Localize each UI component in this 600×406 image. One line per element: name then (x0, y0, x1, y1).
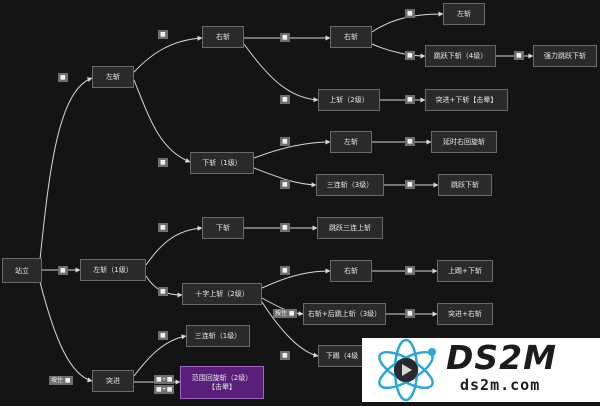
edge-label-m5: ■ (405, 266, 415, 275)
edge-label-r1: ■ (158, 30, 168, 39)
node-dash-right: 突进+右斩 (437, 303, 493, 325)
node-left-slash-b: 左斩 (330, 131, 372, 153)
edge-e16 (261, 268, 331, 289)
edge-label-r7: ■ (405, 95, 415, 104)
atom-logo-icon (378, 338, 436, 402)
edge-label-left-slash-1: ■ (58, 266, 68, 275)
node-up-slash-2: 上斩（2级） (318, 89, 380, 111)
node-delayed-right-spin: 延时右回旋斩 (431, 131, 497, 153)
node-strong-jump-down: 强力跳跃下斩 (533, 45, 597, 67)
edge-label-d3: ■ (280, 180, 290, 189)
edge-label-hold: 按住 ■ (49, 376, 73, 385)
node-left-slash-end: 左斩 (443, 3, 485, 25)
node-cross-up-2: 十字上斩（2级） (182, 283, 262, 305)
edge-stand-left (39, 77, 93, 261)
edge-label-d1: ■ (158, 158, 168, 167)
edge-e21 (133, 334, 187, 377)
edge-label-m6: ■ (405, 309, 415, 318)
edge-e5 (371, 11, 444, 33)
edge-label-d5: ■ (405, 180, 415, 189)
edge-e2 (133, 79, 191, 163)
node-jump-triple-up: 跳跃三连上斩 (317, 217, 383, 239)
range-spin-line1: 范围回旋斩（2级） (191, 373, 253, 382)
edge-label-left: ■ (58, 73, 68, 82)
edge-label-p2: ■+■ (154, 385, 175, 394)
edge-stand-dash (39, 281, 93, 383)
node-down-slash-mid: 下斩 (202, 217, 244, 239)
range-spin-line2: 【击晕】 (208, 382, 236, 391)
edge-label-m2: ■ (280, 223, 290, 232)
edge-label-m3: ■ (158, 287, 168, 296)
node-up-down-slash: 上踢+下斩 (437, 260, 493, 282)
edge-label-d4: ■ (405, 137, 415, 146)
node-range-spin: 范围回旋斩（2级） 【击晕】 (180, 366, 264, 399)
edge-label-r4: ■ (405, 51, 415, 60)
edge-e10 (253, 167, 317, 188)
edge-e4 (243, 43, 319, 103)
edge-label-p1: ■+■ (154, 375, 175, 384)
edge-label-r3: ■ (405, 9, 415, 18)
edge-e6 (371, 43, 426, 59)
edge-label-r6: ■ (280, 95, 290, 104)
node-jump-down-slash: 跳跃下斩 (438, 174, 492, 196)
node-jump-down-4: 跳跃下斩（4级） (425, 45, 496, 67)
edge-e1 (133, 35, 203, 73)
node-right-slash-c: 右斩 (330, 260, 372, 282)
node-dash-down-stun: 突进+下斩【击晕】 (425, 89, 508, 111)
edge-label-m1: ■ (158, 223, 168, 232)
node-down-slash-1: 下斩（1级） (190, 152, 254, 174)
edge-e13 (145, 225, 203, 266)
edge-label-t1: ■ (158, 331, 168, 340)
edge-e18 (261, 301, 319, 358)
edge-label-hold2: 按住 ■ (273, 309, 297, 318)
watermark-title: DS2M (446, 338, 557, 377)
edge-e9 (253, 139, 331, 159)
edge-label-r2: ■ (280, 33, 290, 42)
node-right-slash-2: 右斩 (330, 26, 372, 48)
node-left-slash-root: 左斩 (92, 66, 134, 88)
edge-label-m7: ■ (280, 351, 290, 360)
watermark: DS2M ds2m.com (362, 338, 600, 402)
edge-label-r5: ■ (514, 51, 524, 60)
node-down-kick-4: 下踢（4级 (318, 345, 366, 367)
node-triple-slash-3: 三连斩（3级） (316, 174, 384, 196)
edge-label-m4: ■ (280, 266, 290, 275)
node-right-slash-1: 右斩 (202, 26, 244, 48)
node-right-back-up-3: 右斩+后跳上斩（3级） (303, 303, 386, 325)
edge-label-d2: ■ (280, 137, 290, 146)
node-stand: 站立 (2, 258, 42, 283)
node-dash: 突进 (92, 370, 134, 392)
watermark-url: ds2m.com (460, 376, 541, 394)
node-triple-slash-1: 三连斩（1级） (186, 325, 250, 347)
node-left-slash-1: 左斩（1级） (80, 259, 146, 281)
